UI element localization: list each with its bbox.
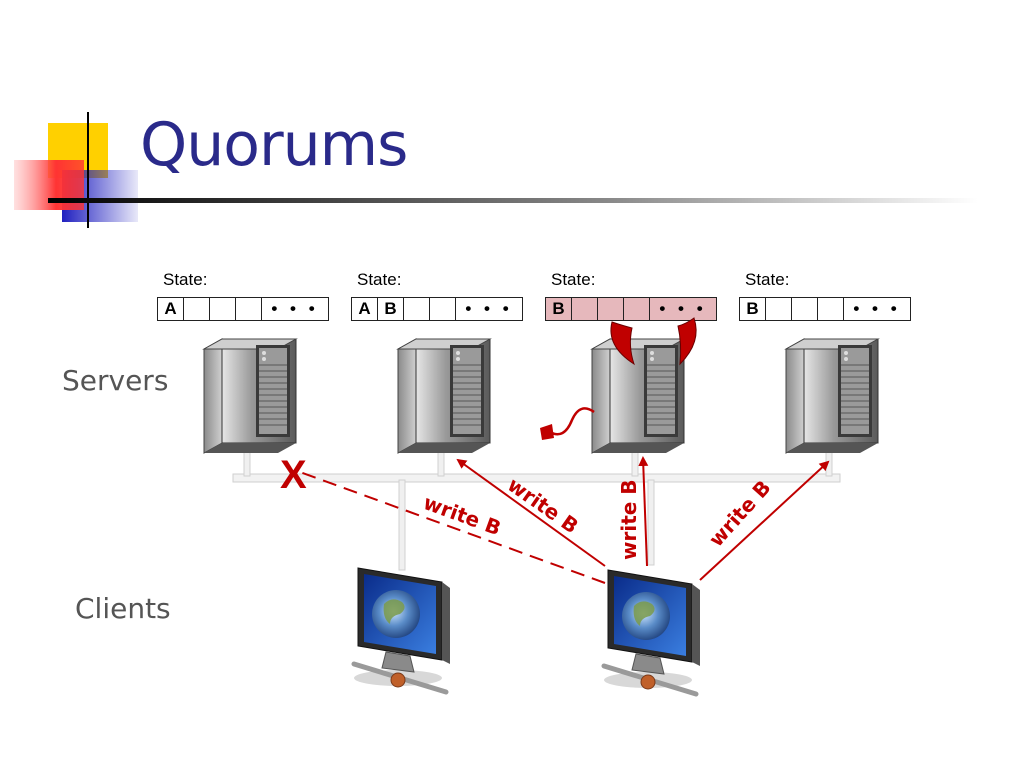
state-cell <box>404 298 430 320</box>
state-cell <box>766 298 792 320</box>
clients-label: Clients <box>75 592 171 625</box>
write-arrow-server-4 <box>699 460 830 581</box>
write-arrow-server-2 <box>456 458 606 567</box>
state-cell: A <box>352 298 378 320</box>
write-label-1: write B <box>420 490 504 540</box>
state-row-2: A B • • • <box>351 297 523 321</box>
server-1 <box>203 338 297 454</box>
failed-write-arrow <box>299 471 606 584</box>
client-2 <box>604 570 700 694</box>
state-cell <box>818 298 844 320</box>
state-cell <box>184 298 210 320</box>
write-label-3: write B <box>617 479 641 560</box>
state-ellipsis: • • • <box>271 299 319 318</box>
failed-x-mark: X <box>280 453 307 497</box>
state-label-4: State: <box>745 270 790 289</box>
state-label-1: State: <box>163 270 208 289</box>
devil-tail-icon <box>540 407 595 440</box>
state-row-3-corrupted: B • • • <box>545 297 717 321</box>
state-cell: A <box>158 298 184 320</box>
state-ellipsis: • • • <box>465 299 513 318</box>
state-cell <box>598 298 624 320</box>
servers-label: Servers <box>62 364 169 397</box>
server-3 <box>591 338 685 454</box>
state-cell: B <box>546 298 572 320</box>
slide-decoration <box>14 112 978 228</box>
server-2 <box>397 338 491 454</box>
title-rule <box>48 198 978 203</box>
server-4 <box>785 338 879 454</box>
write-label-4: write B <box>704 475 776 551</box>
network-bus <box>232 473 841 483</box>
state-cell: B <box>378 298 404 320</box>
write-arrow-server-3 <box>638 456 649 567</box>
state-cell <box>210 298 236 320</box>
state-label-2: State: <box>357 270 402 289</box>
state-cell <box>624 298 650 320</box>
state-label-3: State: <box>551 270 596 289</box>
devil-horns-icon <box>610 317 697 366</box>
page-title: Quorums <box>140 110 408 180</box>
state-cell: B <box>740 298 766 320</box>
state-ellipsis: • • • <box>659 299 707 318</box>
state-row-1: A • • • <box>157 297 329 321</box>
state-cell <box>430 298 456 320</box>
state-cell <box>572 298 598 320</box>
state-row-4: B • • • <box>739 297 911 321</box>
state-cell <box>236 298 262 320</box>
state-ellipsis: • • • <box>853 299 901 318</box>
state-cell <box>792 298 818 320</box>
client-1 <box>354 568 450 692</box>
